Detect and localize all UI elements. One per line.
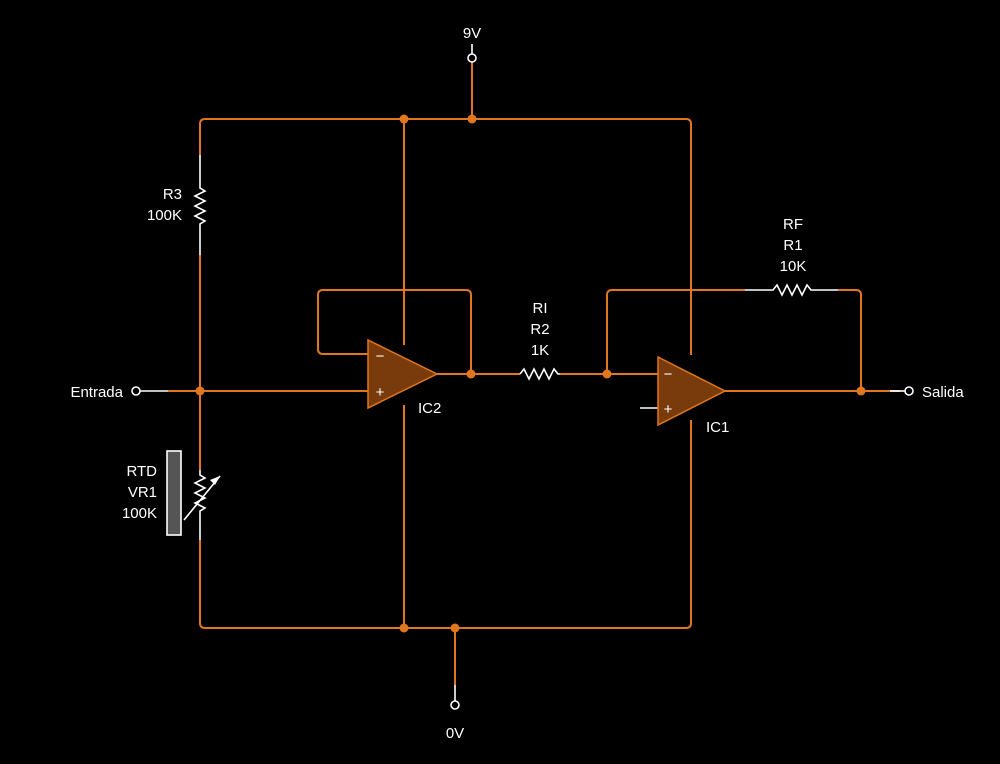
supply-bottom-label: 0V: [446, 725, 464, 742]
junction-ic1-in: [602, 369, 612, 379]
resistor-r3: R3 100K: [147, 155, 207, 255]
terminal-salida[interactable]: Salida: [890, 384, 964, 401]
junctions: [195, 114, 866, 633]
wire-ic1-feedback-left: [606, 289, 745, 374]
terminal-entrada[interactable]: Entrada: [70, 384, 168, 401]
terminal-0v[interactable]: 0V: [446, 685, 464, 742]
junction-output: [856, 386, 866, 396]
ic2-plus-sign: +: [376, 384, 385, 401]
junction-0v: [450, 623, 460, 633]
junction-9v: [467, 114, 477, 124]
r1-value: 10K: [780, 258, 807, 275]
terminal-0v-dot[interactable]: [450, 700, 460, 710]
ic2-minus-sign: −: [376, 348, 385, 365]
ic1-plus-sign: +: [664, 401, 673, 418]
opamp-ic2-body: [367, 338, 439, 410]
terminal-9v-dot[interactable]: [467, 53, 477, 63]
r2-value: 1K: [531, 342, 549, 359]
r1-name: RF: [783, 216, 803, 233]
r1-ref: R1: [783, 237, 802, 254]
rtd-name: RTD: [126, 463, 157, 480]
supply-top-label: 9V: [463, 25, 481, 42]
r3-ref: R3: [163, 186, 182, 203]
r2-name: RI: [533, 300, 548, 317]
ic2-ref: IC2: [418, 400, 441, 417]
rtd-arrow-icon: [210, 476, 220, 485]
terminal-salida-dot[interactable]: [904, 386, 914, 396]
opamp-ic2: − + IC2: [367, 338, 441, 417]
rtd-ref: VR1: [128, 484, 157, 501]
wires: [168, 60, 900, 685]
wire-top-rail: [199, 118, 692, 355]
wire-bottom-rail: [199, 420, 692, 629]
wire-ic1-feedback-right: [838, 289, 862, 391]
rtd-value: 100K: [122, 505, 157, 522]
terminal-entrada-dot[interactable]: [131, 386, 141, 396]
wire-ic2-feedback: [317, 289, 472, 374]
opamp-ic1: − + IC1: [657, 355, 729, 436]
junction-ic2-out: [466, 369, 476, 379]
resistor-r2: RI R2 1K: [519, 300, 560, 381]
input-label: Entrada: [70, 384, 123, 401]
output-label: Salida: [922, 384, 964, 401]
junction-ic2-bottom: [399, 623, 409, 633]
terminal-9v[interactable]: 9V: [463, 25, 481, 63]
opamp-ic1-body: [657, 355, 727, 427]
junction-input: [195, 386, 205, 396]
junction-ic2-top: [399, 114, 409, 124]
ic1-minus-sign: −: [664, 366, 673, 383]
ic1-ref: IC1: [706, 419, 729, 436]
resistor-r1: RF R1 10K: [745, 216, 838, 297]
rtd-vr1: RTD VR1 100K: [122, 450, 221, 540]
r2-ref: R2: [530, 321, 549, 338]
rtd-body: [166, 450, 182, 536]
r3-value: 100K: [147, 207, 182, 224]
